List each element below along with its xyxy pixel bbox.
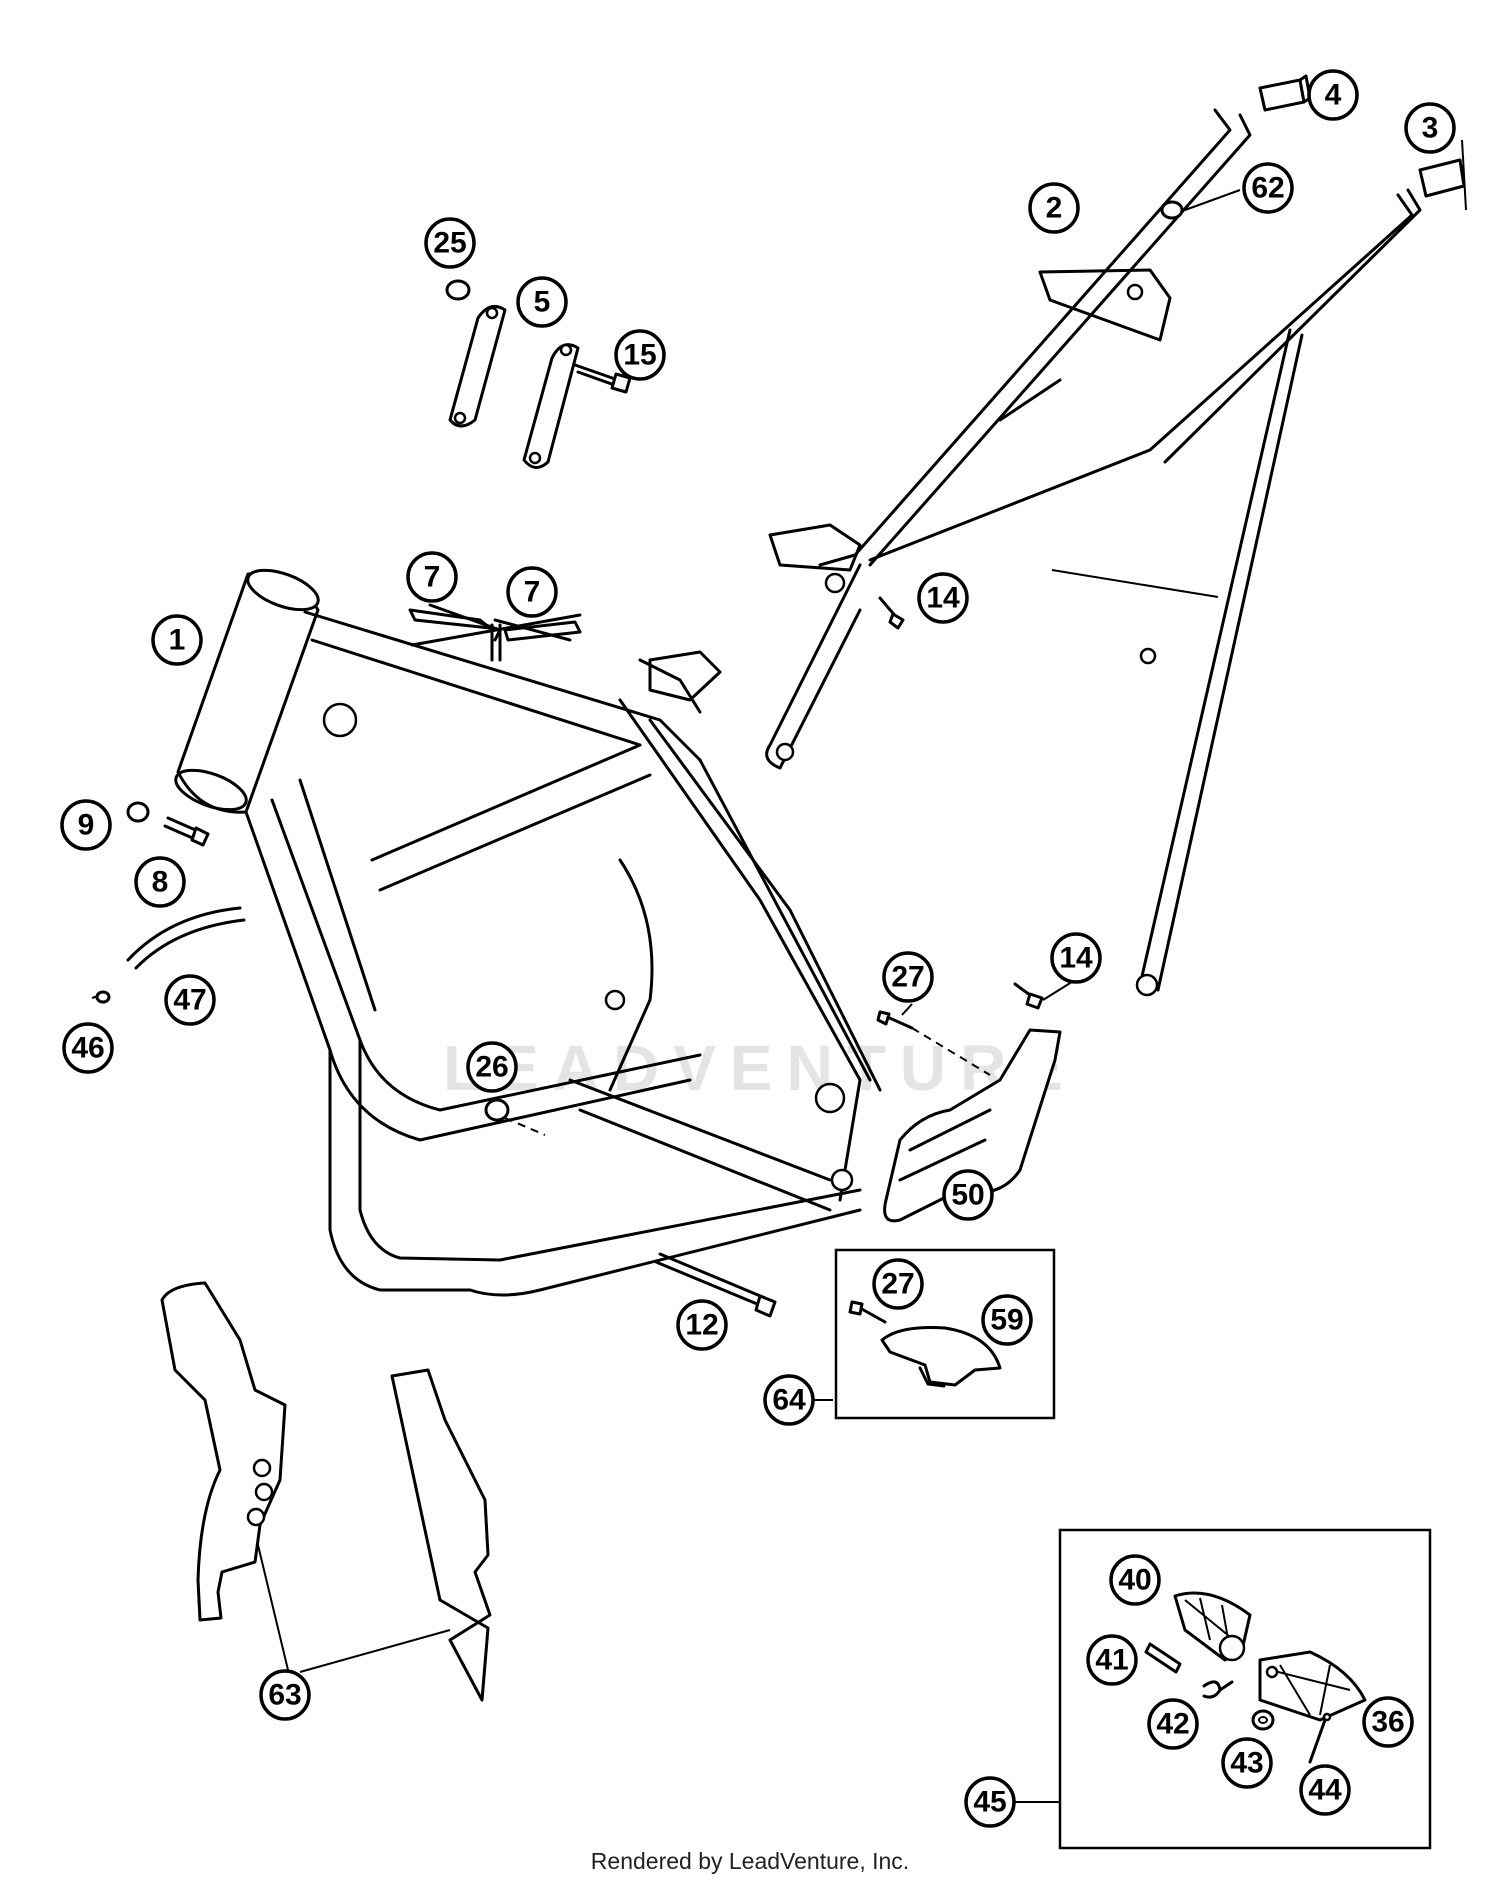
callout-screw-8[interactable]: 8 xyxy=(134,856,186,908)
screw-14-lower-drawing xyxy=(1013,982,1044,1010)
callout-label: 27 xyxy=(891,961,924,994)
callout-label: 5 xyxy=(534,286,551,319)
callout-nut-26[interactable]: 26 xyxy=(466,1041,518,1093)
callout-cap-left[interactable]: 4 xyxy=(1307,69,1359,121)
callout-label: 36 xyxy=(1371,1706,1404,1739)
cap-right-drawing xyxy=(1418,139,1467,211)
callout-screw-14-lower[interactable]: 14 xyxy=(1050,932,1102,984)
callout-label: 2 xyxy=(1046,192,1063,225)
screw-27-upper-drawing xyxy=(876,1010,991,1076)
footrest-right-drawing xyxy=(1258,1650,1367,1722)
frame-drawing xyxy=(174,568,882,1297)
callout-label: 14 xyxy=(926,582,960,615)
callout-label: 41 xyxy=(1095,1644,1128,1677)
callout-label: 26 xyxy=(475,1051,508,1084)
callout-label: 59 xyxy=(990,1304,1023,1337)
callout-screw-27-upper[interactable]: 27 xyxy=(882,951,934,1003)
callout-nut-25[interactable]: 25 xyxy=(424,217,476,269)
callout-frame[interactable]: 1 xyxy=(151,614,203,666)
screw-8-drawing xyxy=(163,816,210,847)
nut-9-drawing xyxy=(126,801,150,823)
callout-subframe[interactable]: 2 xyxy=(1028,182,1080,234)
callout-label: 3 xyxy=(1422,112,1439,145)
callout-label: 64 xyxy=(772,1384,806,1417)
callout-clamp-46[interactable]: 46 xyxy=(62,1022,114,1074)
cable-guides-drawing xyxy=(408,608,582,662)
callout-screw-14-upper[interactable]: 14 xyxy=(917,572,969,624)
cotter-44-drawing xyxy=(1308,1712,1332,1764)
callout-slider-59[interactable]: 59 xyxy=(981,1294,1033,1346)
frame-protectors-drawing xyxy=(160,1281,492,1702)
callout-label: 46 xyxy=(71,1032,104,1065)
swingarm-bolt-drawing xyxy=(654,1252,777,1318)
spring-42-drawing xyxy=(1202,1680,1234,1699)
callout-label: 4 xyxy=(1325,79,1342,112)
callout-washer-43[interactable]: 43 xyxy=(1221,1737,1273,1789)
callout-label: 62 xyxy=(1251,172,1284,205)
callout-label: 12 xyxy=(685,1309,718,1342)
callout-frame-protectors[interactable]: 63 xyxy=(259,1669,311,1721)
callout-label: 1 xyxy=(169,624,186,657)
callouts: 1 2 3 4 5 7 7 8 9 12 14 14 15 25 26 27 2… xyxy=(60,69,1456,1828)
nut-62-drawing xyxy=(1160,200,1184,220)
callout-slider-kit[interactable]: 64 xyxy=(763,1374,815,1426)
callout-screw-27-kit[interactable]: 27 xyxy=(872,1258,924,1310)
nut-25-drawing xyxy=(445,279,471,301)
pin-41-drawing xyxy=(1144,1642,1182,1674)
callout-hose-47[interactable]: 47 xyxy=(164,974,216,1026)
callout-screw-15[interactable]: 15 xyxy=(614,329,666,381)
screw-15-drawing xyxy=(573,363,632,394)
callout-footrest-left[interactable]: 40 xyxy=(1109,1554,1161,1606)
callout-label: 63 xyxy=(268,1679,301,1712)
callout-cable-guide-left[interactable]: 7 xyxy=(406,551,458,603)
clamp-46-drawing xyxy=(91,990,111,1004)
nut-26-drawing xyxy=(484,1098,546,1136)
callout-footrest-right[interactable]: 36 xyxy=(1362,1696,1414,1748)
callout-cable-guide-right[interactable]: 7 xyxy=(506,566,558,618)
callout-label: 42 xyxy=(1156,1708,1189,1741)
callout-nut-62[interactable]: 62 xyxy=(1242,162,1294,214)
callout-label: 7 xyxy=(424,561,441,594)
screw-27-kit-drawing xyxy=(848,1300,887,1324)
screw-14-upper-drawing xyxy=(878,596,905,630)
callout-label: 15 xyxy=(623,339,656,372)
callout-label: 25 xyxy=(433,227,466,260)
footrest-kit-box xyxy=(1058,1528,1432,1850)
slider-kit-box xyxy=(834,1248,1056,1420)
callout-label: 47 xyxy=(173,984,206,1017)
slider-59-drawing xyxy=(880,1326,1002,1388)
cap-left-drawing xyxy=(1258,74,1312,112)
engine-bracket-drawing xyxy=(448,304,580,469)
callout-label: 40 xyxy=(1118,1564,1151,1597)
callout-swingarm-bolt[interactable]: 12 xyxy=(676,1299,728,1351)
callout-footrest-kit[interactable]: 45 xyxy=(964,1776,1016,1828)
callout-label: 50 xyxy=(951,1179,984,1212)
watermark-text: LEADVENTURE xyxy=(443,1032,1077,1104)
callout-chain-guide-50[interactable]: 50 xyxy=(942,1169,994,1221)
subframe-drawing xyxy=(765,108,1422,997)
callout-label: 27 xyxy=(881,1268,914,1301)
callout-cotter-44[interactable]: 44 xyxy=(1299,1764,1351,1816)
callout-label: 45 xyxy=(973,1786,1006,1819)
chain-guide-50-drawing xyxy=(883,1028,1062,1223)
hose-47-drawing xyxy=(126,906,246,970)
callout-leaders xyxy=(782,189,1241,1803)
callout-engine-bracket[interactable]: 5 xyxy=(516,276,568,328)
callout-label: 14 xyxy=(1059,942,1093,975)
callout-label: 7 xyxy=(524,576,541,609)
callout-label: 44 xyxy=(1308,1774,1342,1807)
callout-label: 9 xyxy=(78,809,95,842)
callout-cap-right[interactable]: 3 xyxy=(1404,102,1456,154)
callout-spring-42[interactable]: 42 xyxy=(1147,1698,1199,1750)
callout-pin-41[interactable]: 41 xyxy=(1086,1634,1138,1686)
callout-label: 43 xyxy=(1230,1747,1263,1780)
footrest-left-drawing xyxy=(1173,1591,1252,1662)
callout-nut-9[interactable]: 9 xyxy=(60,799,112,851)
callout-label: 8 xyxy=(152,866,169,899)
footer-credit: Rendered by LeadVenture, Inc. xyxy=(590,1848,910,1874)
washer-43-drawing xyxy=(1251,1709,1275,1731)
